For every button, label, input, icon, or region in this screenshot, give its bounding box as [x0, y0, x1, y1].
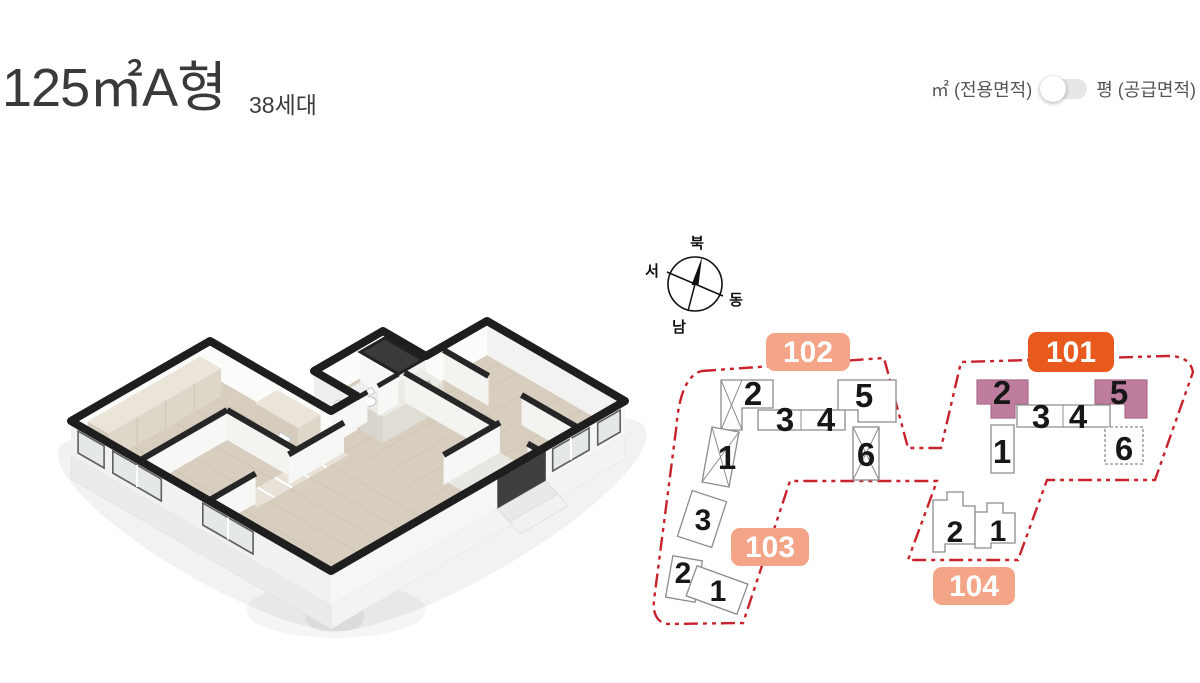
compass-icon: 북 서 동 남	[645, 235, 743, 336]
compass-south-label: 남	[672, 319, 686, 336]
compass-west-label: 서	[645, 263, 659, 280]
building-badge-103[interactable]: 103	[731, 528, 809, 566]
unit-number: 2	[675, 557, 692, 590]
unit-number: 4	[817, 401, 836, 438]
unit-number: 2	[947, 516, 964, 549]
building-badge-102[interactable]: 102	[766, 333, 850, 371]
site-plan: 2 1 3 4 5 6 2 5 3 4 1 6 3 2	[645, 235, 1195, 626]
unit-number: 1	[990, 515, 1007, 548]
unit-number: 3	[1032, 398, 1050, 435]
building-group-101: 2 5 3 4 1 6	[976, 374, 1148, 474]
highlighted-unit	[1094, 379, 1148, 419]
unit-number: 1	[710, 575, 727, 608]
switch-knob-icon[interactable]	[1040, 76, 1067, 102]
unit-number: 2	[744, 375, 762, 412]
building-badge-101[interactable]: 101	[1028, 332, 1114, 372]
pyeong-area-label: 평 (공급면적)	[1096, 80, 1196, 100]
highlighted-unit	[976, 379, 1029, 419]
compass-north-label: 북	[690, 235, 704, 252]
floor-plan-3d	[57, 317, 647, 638]
unit-number: 3	[776, 401, 794, 438]
page-title: 125㎡A형	[2, 58, 227, 118]
area-unit-switch[interactable]	[1040, 76, 1088, 102]
building-group-102: 2 1 3 4 5 6	[701, 375, 897, 488]
area-unit-toggle-row: ㎡ (전용면적) 평 (공급면적)	[931, 76, 1196, 102]
badge-label: 101	[1046, 336, 1096, 369]
unit-number: 2	[993, 374, 1011, 411]
badge-label: 103	[745, 531, 795, 564]
unit-number: 1	[718, 439, 736, 476]
unit-number: 5	[855, 377, 873, 414]
unit-number: 3	[695, 504, 712, 537]
unit-number: 5	[1110, 374, 1128, 411]
unit-number: 6	[1115, 430, 1133, 467]
unit-number: 4	[1069, 398, 1088, 435]
unit-number: 6	[857, 436, 875, 473]
badge-label: 104	[949, 570, 999, 603]
compass-east-label: 동	[729, 292, 743, 309]
m2-area-label: ㎡ (전용면적)	[930, 80, 1033, 100]
unit-number: 1	[993, 433, 1011, 470]
building-group-103: 3 2 1	[664, 489, 749, 616]
badge-label: 102	[783, 336, 833, 369]
household-count: 38세대	[249, 92, 317, 118]
building-badge-104[interactable]: 104	[933, 567, 1015, 605]
building-group-104: 2 1	[932, 491, 1016, 553]
site-boundary-line	[652, 354, 1195, 626]
